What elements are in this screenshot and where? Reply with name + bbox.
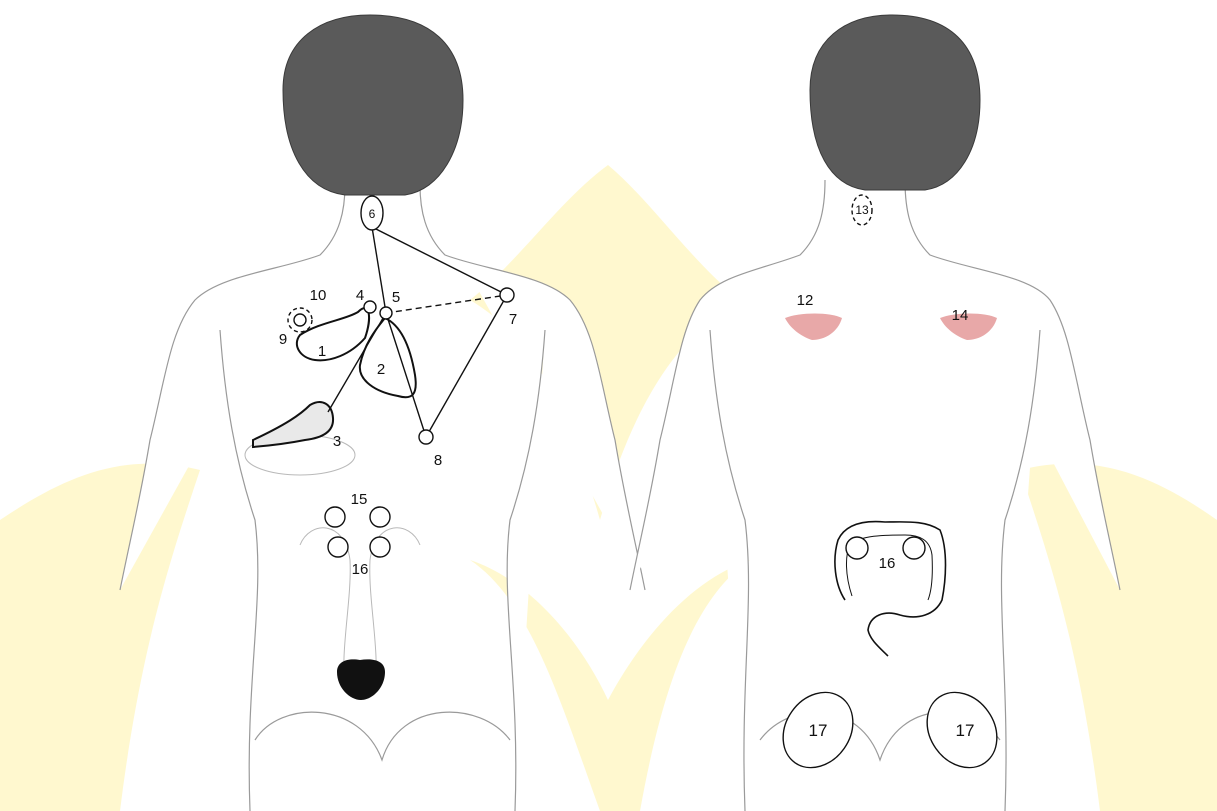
label-14: 14 (952, 307, 969, 324)
line-6-5 (372, 227, 386, 313)
label-4: 4 (356, 287, 364, 304)
point-15-left (325, 507, 345, 527)
bladder-icon (337, 659, 385, 700)
point-7 (500, 288, 514, 302)
label-8: 8 (434, 452, 442, 469)
right-head-hair (810, 15, 980, 190)
label-2: 2 (377, 361, 385, 378)
label-12: 12 (797, 292, 814, 309)
left-head-hair (283, 15, 463, 195)
point-5 (380, 307, 392, 319)
point-15-right (370, 507, 390, 527)
point-16-right (370, 537, 390, 557)
point-16-colon-left (846, 537, 868, 559)
point-16-left (328, 537, 348, 557)
point-16-colon-right (903, 537, 925, 559)
liver-icon (297, 308, 369, 360)
label-16-left: 16 (352, 561, 369, 578)
label-5: 5 (392, 289, 400, 306)
right-figure: 13 12 14 16 17 17 (630, 15, 1120, 811)
point-4 (364, 301, 376, 313)
label-13: 13 (855, 203, 869, 217)
label-3: 3 (333, 433, 341, 450)
label-17-left: 17 (809, 721, 828, 740)
line-7-8 (426, 295, 507, 437)
label-16-right: 16 (879, 555, 896, 572)
point-9 (294, 314, 306, 326)
label-17-right: 17 (956, 721, 975, 740)
label-10: 10 (310, 287, 327, 304)
shoulder-patch-12 (785, 314, 842, 341)
label-7: 7 (509, 311, 517, 328)
label-9: 9 (279, 331, 287, 348)
label-1: 1 (318, 343, 326, 360)
pancreas-icon (253, 402, 333, 447)
point-8 (419, 430, 433, 444)
label-6: 6 (369, 207, 376, 221)
label-15: 15 (351, 491, 368, 508)
